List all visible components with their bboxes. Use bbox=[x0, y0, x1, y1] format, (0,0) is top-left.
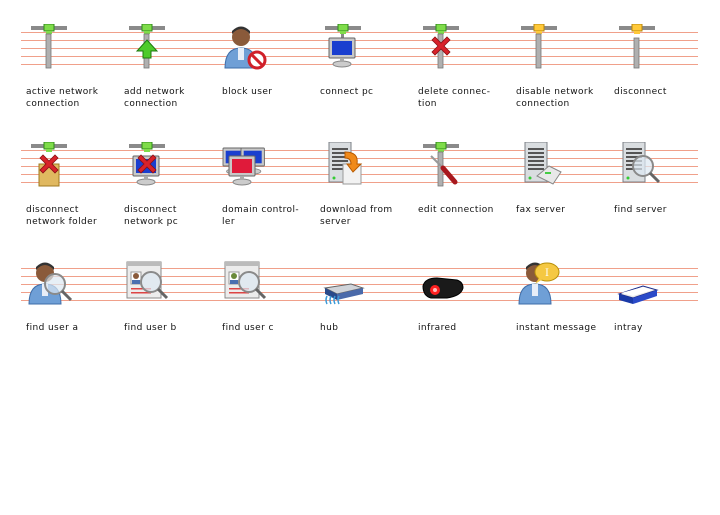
guide-line bbox=[21, 64, 698, 65]
guide-line bbox=[21, 300, 698, 301]
icon-tile[interactable]: add network connection bbox=[119, 23, 215, 142]
icon-label: block user bbox=[222, 87, 273, 97]
find-user-c-icon bbox=[221, 260, 269, 308]
icon-label: delete connec- tion bbox=[418, 87, 491, 109]
user-blocked-icon bbox=[221, 24, 269, 72]
icon-tile[interactable]: find server bbox=[609, 141, 705, 260]
disconnect-icon bbox=[613, 23, 661, 72]
edit-connection-icon bbox=[417, 141, 465, 190]
hub-icon bbox=[319, 260, 367, 308]
guide-line bbox=[21, 150, 698, 151]
icon-tile[interactable]: hub bbox=[315, 268, 411, 378]
disconnect-folder-icon bbox=[25, 141, 73, 190]
icon-label: infrared bbox=[418, 323, 457, 333]
add-network-arrow-icon bbox=[123, 23, 171, 72]
download-server-icon bbox=[319, 141, 367, 190]
icon-tile[interactable]: find user b bbox=[119, 261, 215, 378]
icon-tile[interactable]: block user bbox=[217, 26, 313, 142]
guide-line bbox=[21, 32, 698, 33]
icon-tile[interactable]: infrared bbox=[413, 268, 509, 378]
icon-label: disconnect network pc bbox=[124, 205, 179, 227]
icon-tile[interactable]: active network connection bbox=[21, 23, 117, 142]
guide-line bbox=[21, 284, 698, 285]
icon-label: disable network connection bbox=[516, 87, 594, 109]
network-connector-yellow-icon bbox=[515, 23, 563, 72]
icon-tile[interactable]: find user a bbox=[21, 262, 117, 378]
icon-tile[interactable]: domain control- ler bbox=[217, 147, 313, 260]
guide-line bbox=[21, 276, 698, 277]
guide-line bbox=[21, 268, 698, 269]
intray-icon bbox=[613, 260, 661, 308]
icon-label: add network connection bbox=[124, 87, 185, 109]
guide-line bbox=[21, 40, 698, 41]
domain-controller-icon bbox=[221, 142, 269, 190]
icon-label: find user c bbox=[222, 323, 274, 333]
icon-label: disconnect network folder bbox=[26, 205, 98, 227]
icon-label: disconnect bbox=[614, 87, 667, 97]
delete-connection-icon bbox=[417, 23, 465, 72]
icon-label: hub bbox=[320, 323, 339, 333]
icon-tile[interactable]: edit connection bbox=[413, 141, 509, 260]
icon-tile[interactable]: intray bbox=[609, 268, 705, 378]
connect-pc-icon bbox=[319, 23, 367, 72]
icon-tile[interactable]: find user c bbox=[217, 261, 313, 378]
guide-line bbox=[21, 158, 698, 159]
icon-label: find user b bbox=[124, 323, 177, 333]
icon-tile[interactable]: delete connec- tion bbox=[413, 23, 509, 142]
icon-label: intray bbox=[614, 323, 643, 333]
icon-tile[interactable]: connect pc bbox=[315, 23, 411, 142]
icon-tile[interactable]: disconnect network pc bbox=[119, 141, 215, 260]
disconnect-pc-icon bbox=[123, 141, 171, 190]
icon-label: find server bbox=[614, 205, 667, 215]
icon-row: disconnect network folder disconnect netw… bbox=[0, 141, 720, 260]
fax-server-icon bbox=[515, 141, 563, 190]
instant-message-icon: I bbox=[515, 260, 563, 308]
icon-label: fax server bbox=[516, 205, 566, 215]
network-connector-green-icon bbox=[25, 23, 73, 72]
svg-text:I: I bbox=[545, 268, 549, 279]
icon-tile[interactable]: disconnect bbox=[609, 23, 705, 142]
icon-tile[interactable]: fax server bbox=[511, 141, 607, 260]
icon-tile[interactable]: download from server bbox=[315, 141, 411, 260]
icon-label: download from server bbox=[320, 205, 393, 227]
find-user-b-icon bbox=[123, 260, 171, 308]
guide-line bbox=[21, 56, 698, 57]
icon-label: active network connection bbox=[26, 87, 99, 109]
icon-label: edit connection bbox=[418, 205, 494, 215]
guide-line bbox=[21, 48, 698, 49]
icon-label: connect pc bbox=[320, 87, 374, 97]
icon-row: find user a find user b find user c hub infr… bbox=[0, 261, 720, 378]
find-server-icon bbox=[613, 141, 661, 190]
infrared-icon bbox=[417, 260, 465, 308]
icon-row: active network connection add network con… bbox=[0, 23, 720, 142]
icon-label: domain control- ler bbox=[222, 205, 300, 227]
icon-tile[interactable]: disable network connection bbox=[511, 23, 607, 142]
icon-label: instant message bbox=[516, 323, 597, 333]
icon-label: find user a bbox=[26, 323, 79, 333]
find-user-a-icon bbox=[25, 260, 73, 308]
icon-tile[interactable]: disconnect network folder bbox=[21, 141, 117, 260]
